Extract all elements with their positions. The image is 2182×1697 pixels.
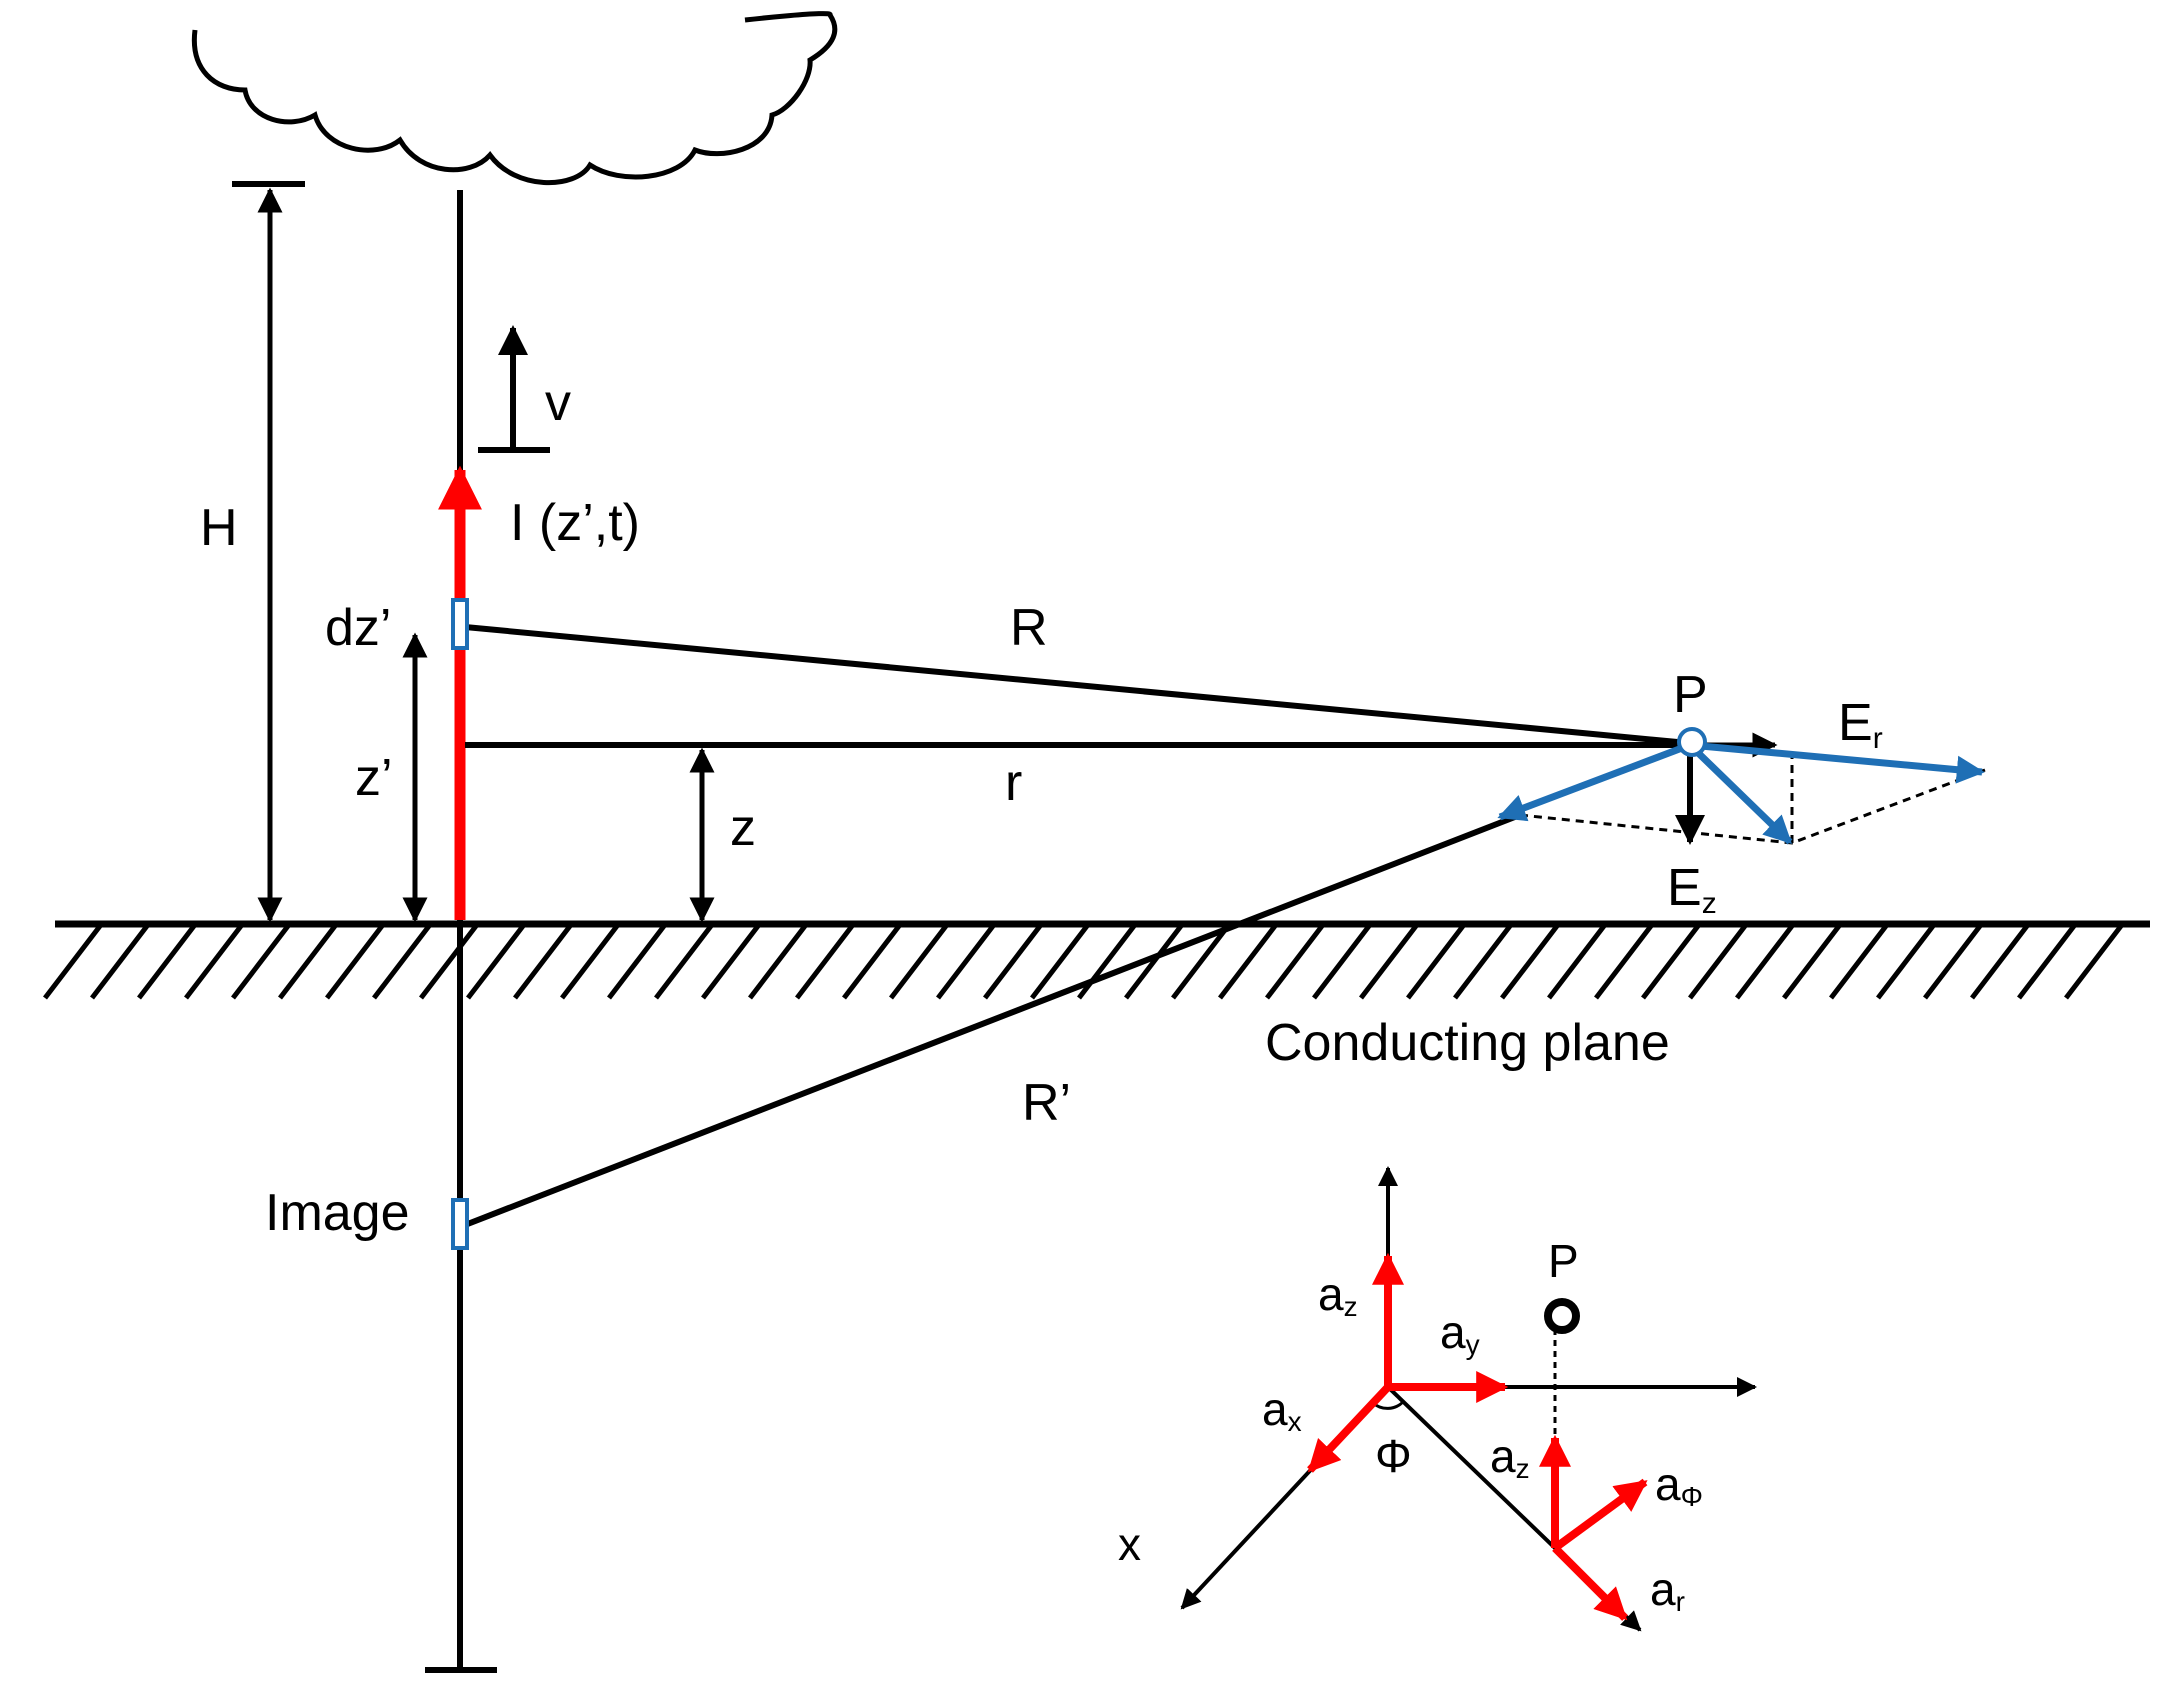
hatch-mark bbox=[748, 924, 807, 1000]
hatch-mark bbox=[1218, 924, 1277, 1000]
hatch-mark bbox=[231, 924, 290, 1000]
image-distance-line bbox=[463, 812, 1522, 1228]
horizontal-distance-label: r bbox=[1005, 754, 1022, 812]
hatch-mark bbox=[1500, 924, 1559, 1000]
hatch-mark bbox=[1829, 924, 1888, 1000]
image-element-marker bbox=[451, 1198, 469, 1250]
observer-height-label: z bbox=[730, 799, 756, 857]
ay-label: ay bbox=[1440, 1306, 1480, 1360]
hatch-mark bbox=[2017, 924, 2076, 1000]
hatch-mark bbox=[278, 924, 337, 1000]
source-height-label: z’ bbox=[355, 749, 393, 807]
hatch-mark bbox=[43, 924, 102, 1000]
hatch-mark bbox=[936, 924, 995, 1000]
hatch-mark bbox=[372, 924, 431, 1000]
hatch-mark bbox=[1171, 924, 1230, 1000]
hatch-mark bbox=[983, 924, 1042, 1000]
hatch-mark bbox=[654, 924, 713, 1000]
ax-label: ax bbox=[1262, 1383, 1302, 1437]
hatch-mark bbox=[1782, 924, 1841, 1000]
cloud bbox=[191, 11, 838, 186]
hatch-mark bbox=[701, 924, 760, 1000]
hatch-mark bbox=[1970, 924, 2029, 1000]
height-label: H bbox=[200, 499, 238, 557]
aphi-label: aΦ bbox=[1655, 1458, 1703, 1512]
total-field-arrow bbox=[1689, 741, 1985, 784]
hatch-mark bbox=[560, 924, 619, 1000]
image-field-arrow bbox=[1497, 741, 1692, 822]
inset-point-label: P bbox=[1548, 1235, 1579, 1287]
observation-point-marker bbox=[1677, 727, 1707, 757]
hatch-mark bbox=[1077, 924, 1136, 1000]
aphi-unit-vector bbox=[1552, 1478, 1648, 1552]
image-label: Image bbox=[265, 1184, 410, 1242]
hatch-mark bbox=[1030, 924, 1089, 1000]
current-label: I (z’,t) bbox=[510, 494, 640, 552]
az-label: az bbox=[1318, 1268, 1358, 1322]
local-az-label: az bbox=[1490, 1430, 1530, 1484]
hatch-mark bbox=[607, 924, 666, 1000]
ground-hatching bbox=[43, 924, 2123, 1000]
hatch-mark bbox=[137, 924, 196, 1000]
hatch-mark bbox=[1876, 924, 1935, 1000]
inset-point-marker bbox=[1544, 1298, 1580, 1334]
hatch-mark bbox=[466, 924, 525, 1000]
radial-field-label: Er bbox=[1838, 694, 1883, 755]
hatch-mark bbox=[795, 924, 854, 1000]
hatch-mark bbox=[1594, 924, 1653, 1000]
phi-label: Φ bbox=[1375, 1430, 1412, 1482]
ar-label: ar bbox=[1650, 1563, 1685, 1617]
hatch-mark bbox=[1312, 924, 1371, 1000]
hatch-mark bbox=[90, 924, 149, 1000]
hatch-mark bbox=[1688, 924, 1747, 1000]
hatch-mark bbox=[2064, 924, 2123, 1000]
current-element-marker bbox=[451, 598, 469, 650]
hatch-mark bbox=[1124, 924, 1183, 1000]
ax-unit-vector bbox=[1307, 1384, 1391, 1473]
hatch-mark bbox=[1406, 924, 1465, 1000]
conducting-plane-label: Conducting plane bbox=[1265, 1014, 1670, 1072]
velocity-label: v bbox=[545, 374, 571, 432]
hatch-mark bbox=[419, 924, 478, 1000]
hatch-mark bbox=[1923, 924, 1982, 1000]
hatch-mark bbox=[842, 924, 901, 1000]
hatch-mark bbox=[1547, 924, 1606, 1000]
diagonal-field-arrow bbox=[1687, 742, 1793, 845]
hatch-mark bbox=[1453, 924, 1512, 1000]
hatch-mark bbox=[1641, 924, 1700, 1000]
hatch-mark bbox=[184, 924, 243, 1000]
hatch-mark bbox=[889, 924, 948, 1000]
image-distance-label: R’ bbox=[1022, 1074, 1071, 1132]
direct-distance-line bbox=[464, 624, 1689, 746]
x-axis-label: x bbox=[1118, 1518, 1141, 1570]
point-label: P bbox=[1673, 666, 1708, 724]
vertical-field-label: Ez bbox=[1667, 859, 1717, 920]
hatch-mark bbox=[513, 924, 572, 1000]
direct-distance-label: R bbox=[1010, 599, 1048, 657]
hatch-mark bbox=[1265, 924, 1324, 1000]
hatch-mark bbox=[325, 924, 384, 1000]
ar-unit-vector bbox=[1552, 1545, 1628, 1621]
hatch-mark bbox=[1359, 924, 1418, 1000]
hatch-mark bbox=[1735, 924, 1794, 1000]
element-label: dz’ bbox=[325, 599, 391, 657]
